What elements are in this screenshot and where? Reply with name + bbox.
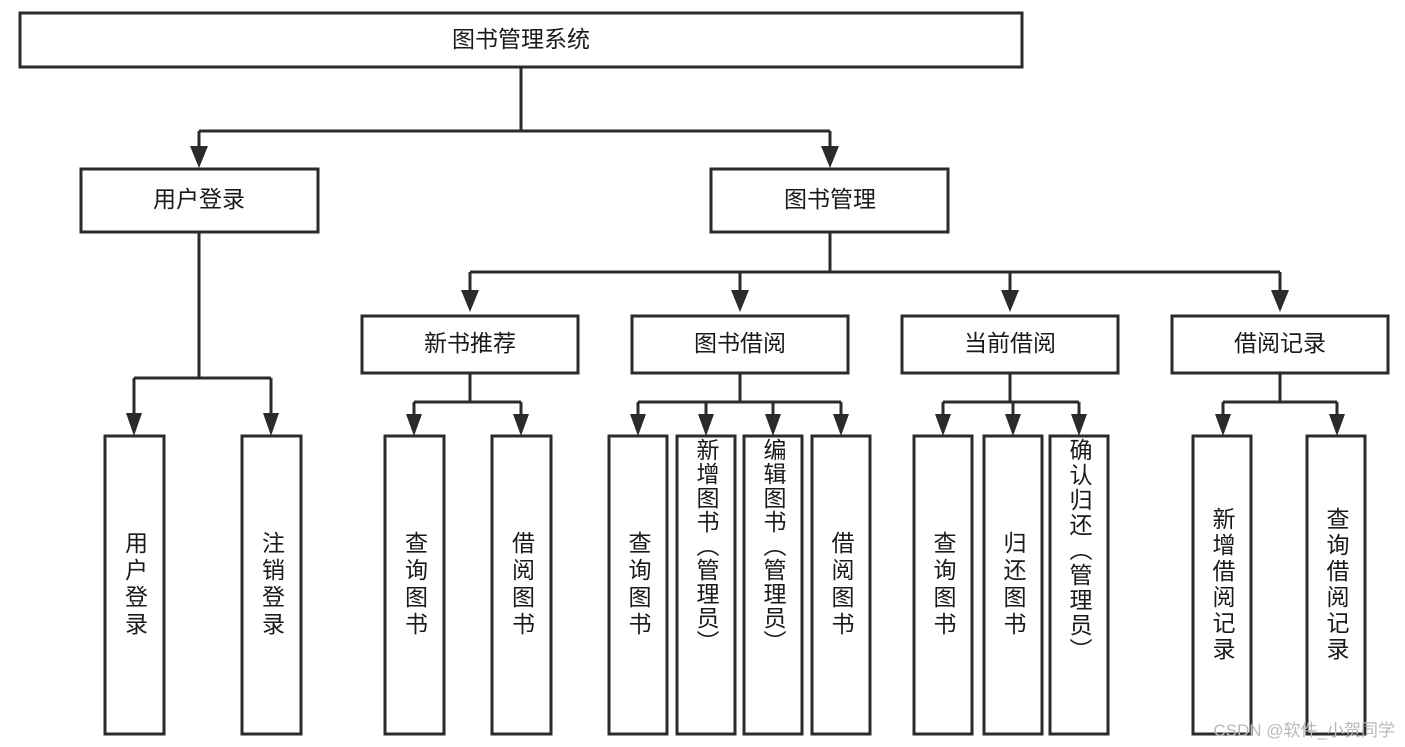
node-user-login[interactable]: 用户登录 <box>79 167 320 234</box>
leaf-text: 查询图书 <box>625 531 651 639</box>
node-label-book-management: 图书管理 <box>784 186 876 212</box>
leaf-text: 归还图书 <box>1000 531 1026 639</box>
leaf-label-add-record: 新增借阅记录 <box>1193 436 1251 734</box>
leaf-label-borrow-book-1: 借阅图书 <box>492 436 551 734</box>
leaf-label-query-book-1: 查询图书 <box>385 436 444 734</box>
leaf-label-add-book: 新增图书（管理员） <box>677 438 735 732</box>
node-label-root: 图书管理系统 <box>452 26 590 52</box>
leaf-text: 借阅图书 <box>508 531 535 639</box>
node-box-leaf-return-book[interactable] <box>982 434 1044 736</box>
leaf-text: 新增借阅记录 <box>1209 507 1235 663</box>
leaf-label-query-book-3: 查询图书 <box>914 436 972 734</box>
node-box-book-management[interactable] <box>709 167 950 234</box>
node-box-leaf-borrow-book-1[interactable] <box>490 434 553 736</box>
leaf-text: 注销登录 <box>258 531 285 639</box>
arrow-head-icon <box>821 146 839 168</box>
arrow-head-icon <box>190 146 208 168</box>
leaf-label-query-record: 查询借阅记录 <box>1307 436 1365 734</box>
node-label-book-borrow: 图书借阅 <box>694 330 786 356</box>
arrow-head-icon <box>406 414 422 436</box>
arrow-head-icon <box>126 413 142 436</box>
arrow-head-icon <box>461 290 479 312</box>
node-box-leaf-user-login[interactable] <box>103 434 166 736</box>
connector-group-current-borrow <box>935 373 1087 436</box>
node-box-user-login[interactable] <box>79 167 320 234</box>
leaf-label-borrow-book-2: 借阅图书 <box>812 436 870 734</box>
leaf-text: 借阅图书 <box>828 531 854 639</box>
arrow-head-icon <box>1329 414 1345 436</box>
csdn-watermark: CSDN @软件_小贺同学 <box>1213 721 1395 740</box>
node-current-borrow[interactable]: 当前借阅 <box>900 314 1120 375</box>
arrow-head-icon <box>698 414 714 436</box>
connector-group-user-login <box>126 232 279 436</box>
arrow-head-icon <box>1071 414 1087 436</box>
node-new-book-recommend[interactable]: 新书推荐 <box>360 314 580 375</box>
node-box-root[interactable] <box>18 11 1024 69</box>
node-borrow-record[interactable]: 借阅记录 <box>1170 314 1390 375</box>
node-label-current-borrow: 当前借阅 <box>964 330 1056 356</box>
node-box-borrow-record[interactable] <box>1170 314 1390 375</box>
node-label-user-login: 用户登录 <box>153 186 245 212</box>
arrow-head-icon <box>513 414 529 436</box>
arrow-head-icon <box>833 414 849 436</box>
node-box-leaf-query-book-1[interactable] <box>383 434 446 736</box>
node-box-leaf-add-record[interactable] <box>1191 434 1253 736</box>
arrow-head-icon <box>1271 290 1289 312</box>
node-box-book-borrow[interactable] <box>630 314 850 375</box>
arrow-head-icon <box>935 414 951 436</box>
node-box-leaf-query-book-3[interactable] <box>912 434 974 736</box>
leaf-text: 用户登录 <box>121 531 148 639</box>
node-book-borrow[interactable]: 图书借阅 <box>630 314 850 375</box>
node-box-leaf-edit-book[interactable] <box>742 434 804 736</box>
node-box-leaf-query-book-2[interactable] <box>607 434 669 736</box>
node-root-book-management-system[interactable]: 图书管理系统 <box>18 11 1024 69</box>
arrow-head-icon <box>630 414 646 436</box>
node-box-leaf-query-record[interactable] <box>1305 434 1367 736</box>
arrow-head-icon <box>731 290 749 312</box>
node-label-new-book-recommend: 新书推荐 <box>424 330 516 356</box>
leaf-text: 查询借阅记录 <box>1323 507 1349 663</box>
leaf-label-query-book-2: 查询图书 <box>609 436 667 734</box>
leaf-label-return-book: 归还图书 <box>984 436 1042 734</box>
leaf-text: 确认归还（管理员） <box>1066 438 1092 663</box>
connector-group-book-management <box>461 232 1289 312</box>
leaf-label-logout: 注销登录 <box>242 436 301 734</box>
node-label-borrow-record: 借阅记录 <box>1234 330 1326 356</box>
leaf-label-confirm-return: 确认归还（管理员） <box>1050 438 1108 732</box>
leaf-text: 查询图书 <box>401 531 428 639</box>
arrow-head-icon <box>765 414 781 436</box>
arrow-head-icon <box>263 413 279 436</box>
leaf-text: 查询图书 <box>930 531 956 639</box>
node-book-management[interactable]: 图书管理 <box>709 167 950 234</box>
node-box-leaf-borrow-book-2[interactable] <box>810 434 872 736</box>
connector-group-borrow-record <box>1215 373 1345 436</box>
connector-group-root <box>190 67 839 168</box>
arrow-head-icon <box>1005 414 1021 436</box>
node-box-current-borrow[interactable] <box>900 314 1120 375</box>
arrow-head-icon <box>1001 290 1019 312</box>
node-box-leaf-add-book[interactable] <box>675 434 737 736</box>
leaf-text: 新增图书（管理员） <box>693 438 719 654</box>
node-box-new-book-recommend[interactable] <box>360 314 580 375</box>
leaf-box-group <box>103 434 1367 736</box>
connector-group-book-borrow <box>630 373 849 436</box>
leaf-label-user-login: 用户登录 <box>105 436 164 734</box>
node-box-leaf-logout[interactable] <box>240 434 303 736</box>
leaf-label-edit-book: 编辑图书（管理员） <box>744 438 802 732</box>
connector-group-new-book <box>406 373 529 436</box>
arrow-head-icon <box>1215 414 1231 436</box>
node-box-leaf-confirm-return[interactable] <box>1048 434 1110 736</box>
leaf-text: 编辑图书（管理员） <box>760 438 786 654</box>
